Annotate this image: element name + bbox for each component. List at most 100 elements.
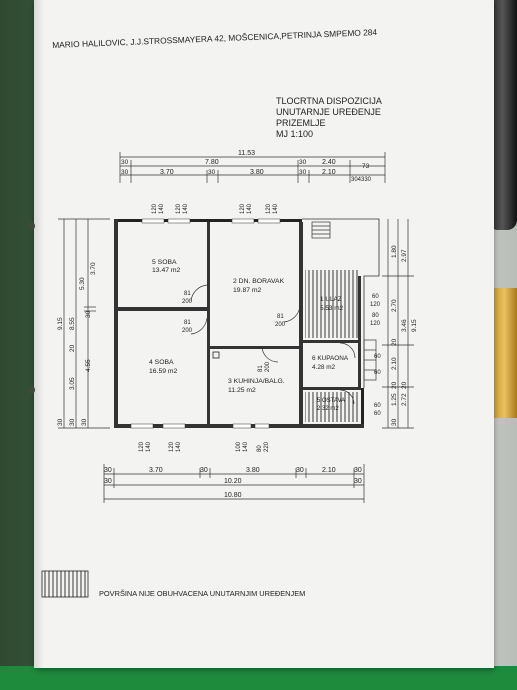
- opening-label: 200: [275, 322, 286, 328]
- right-dimension-lines: [382, 219, 414, 429]
- opening-label: 120: [370, 321, 381, 327]
- dim-top-r1-2: 30: [299, 159, 307, 166]
- dim-bottom: 2.10: [322, 467, 336, 474]
- dim-bottom: 30: [200, 467, 208, 474]
- plan-title-line1: TLOCRTNA DISPOZICIJA: [276, 96, 382, 106]
- room-area: 2.32 m2: [317, 406, 339, 412]
- opening-label: 80: [372, 313, 379, 319]
- opening-label: 81: [184, 320, 191, 326]
- opening-label: 60: [374, 403, 381, 409]
- green-folder-edge: [0, 666, 517, 690]
- opening-label: 140: [146, 441, 152, 452]
- punch-hole-bottom: [28, 386, 35, 394]
- dim-right: 3.46: [401, 319, 408, 332]
- dim-left: 4.55: [85, 359, 92, 372]
- opening-labels: 120 140 120 140 120 140 120 140 120 140 …: [139, 203, 381, 452]
- plan-title-line2: UNUTARNJE UREĐENJE: [276, 107, 381, 117]
- dim-left: 3.05: [69, 377, 76, 390]
- dim-top-r2-6: 304330: [351, 177, 372, 183]
- dim-top-r2-2: 30: [208, 169, 216, 176]
- opening-label: 120: [139, 441, 145, 452]
- dim-top-r2-5: 2.10: [322, 169, 336, 176]
- room-name: 2 DN. BORAVAK: [233, 278, 285, 285]
- dim-bottom: 3.70: [149, 467, 163, 474]
- entry-hatched-area: [305, 270, 358, 338]
- dim-top-r1-3: 2.40: [322, 159, 336, 166]
- opening-label: 140: [183, 203, 189, 214]
- dim-top-total: 11.53: [238, 150, 255, 157]
- room-area: 13.47 m2: [152, 267, 181, 274]
- opening-label: 200: [265, 361, 271, 372]
- opening-label: 220: [264, 441, 270, 452]
- opening-label: 81: [184, 291, 191, 297]
- dim-top-r2-3: 3.80: [250, 169, 264, 176]
- room-name: 6 KUPAONA: [312, 355, 349, 362]
- dim-right: 2.72: [401, 393, 408, 406]
- dim-top-r1-0: 30: [121, 159, 129, 166]
- opening-label: 120: [370, 302, 381, 308]
- dim-right: 30: [391, 418, 398, 426]
- dim-left: 30: [57, 418, 64, 426]
- dim-right: 1.80: [391, 245, 398, 258]
- building-walls: [114, 218, 380, 429]
- plan-title: TLOCRTNA DISPOZICIJA UNUTARNJE UREĐENJE …: [276, 96, 382, 140]
- opening-label: 120: [266, 203, 272, 214]
- opening-label: 140: [273, 203, 279, 214]
- room-area: 11.25 m2: [228, 387, 256, 394]
- opening-label: 60: [374, 354, 381, 360]
- opening-label: 200: [182, 299, 193, 305]
- dim-left: 30: [85, 310, 92, 318]
- bottom-dimension-labels: 30 3.70 30 3.80 30 2.10 30 30 10.20 30 1…: [104, 467, 362, 499]
- dim-right: 2.70: [391, 299, 398, 312]
- dim-right: 20: [391, 338, 398, 346]
- dim-bottom: 30: [296, 467, 304, 474]
- chimney-icon: [212, 351, 220, 359]
- dim-bottom: 30: [354, 467, 362, 474]
- opening-label: 81: [277, 314, 284, 320]
- room-area: 19.87 m2: [233, 287, 262, 294]
- dim-bottom: 30: [104, 478, 112, 485]
- opening-label: 120: [176, 203, 182, 214]
- dim-left: 20: [69, 344, 76, 352]
- dim-left: 8.55: [69, 317, 76, 330]
- dim-bottom-total: 10.80: [224, 492, 242, 499]
- dim-left: 5.30: [79, 277, 86, 290]
- opening-label: 81: [258, 365, 264, 372]
- dim-left: 30: [69, 418, 76, 426]
- door-swings: [190, 284, 356, 405]
- dim-right: 20: [401, 381, 408, 389]
- opening-label: 60: [372, 294, 379, 300]
- dim-top-r2-4: 30: [299, 169, 307, 176]
- plan-scale: MJ 1:100: [276, 129, 314, 139]
- entrance-steps: [311, 221, 377, 381]
- dim-bottom: 30: [354, 478, 362, 485]
- opening-label: 200: [182, 328, 193, 334]
- opening-label: 140: [176, 441, 182, 452]
- document-page: [34, 0, 494, 668]
- opening-label: 60: [374, 411, 381, 417]
- dim-bottom: 3.80: [246, 467, 260, 474]
- room-labels: 5 SOBA 13.47 m2 2 DN. BORAVAK 19.87 m2 1…: [149, 259, 349, 412]
- dim-top-r2-0: 30: [121, 169, 129, 176]
- room-area: 4.28 m2: [312, 364, 336, 371]
- room-name: 3 KUHINJA/BALG.: [228, 378, 285, 385]
- room-name: 4 SOBA: [149, 359, 174, 366]
- legend-text: POVRŠINA NIJE OBUHVACENA UNUTARNJIM UREĐ…: [99, 589, 305, 598]
- room-name: 5 SOBA: [152, 259, 177, 266]
- plan-title-line3: PRIZEMLJE: [276, 118, 326, 128]
- opening-label: 140: [159, 203, 165, 214]
- room-name: 5 OSTAVA: [317, 398, 345, 404]
- room-area: 5.53 m2: [320, 305, 344, 312]
- left-dimension-lines: [58, 218, 110, 429]
- opening-label: 120: [169, 441, 175, 452]
- opening-label: 140: [243, 441, 249, 452]
- dim-left: 30: [81, 418, 88, 426]
- left-dimension-labels: 9.15 8.55 3.70 5.30 30 20 3.05 4.55 30 3…: [57, 262, 97, 426]
- legend-hatch-swatch: [41, 570, 89, 598]
- dim-right: 2.10: [391, 357, 398, 370]
- opening-label: 60: [374, 370, 381, 376]
- opening-label: 140: [247, 203, 253, 214]
- dim-bottom: 30: [104, 467, 112, 474]
- opening-label: 120: [152, 203, 158, 214]
